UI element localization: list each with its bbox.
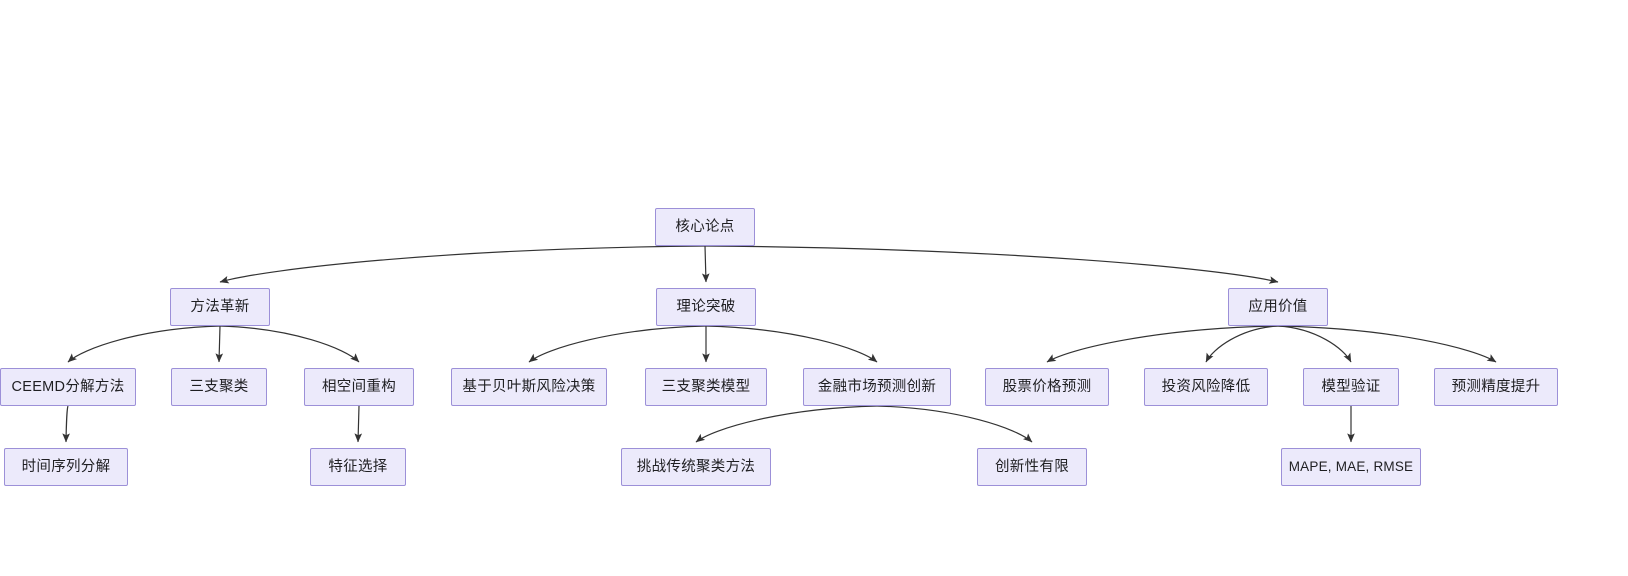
edge-b3-to-c8 (1205, 325, 1279, 363)
node-c3[interactable]: 相空间重构 (304, 368, 414, 406)
edge-b2-to-c4 (528, 325, 707, 363)
node-root[interactable]: 核心论点 (655, 208, 755, 246)
node-label: 方法革新 (190, 298, 250, 315)
node-d2[interactable]: 特征选择 (310, 448, 406, 486)
node-label: 投资风险降低 (1161, 378, 1251, 395)
node-label: 挑战传统聚类方法 (636, 458, 756, 475)
node-b2[interactable]: 理论突破 (656, 288, 756, 326)
node-d3[interactable]: 挑战传统聚类方法 (621, 448, 771, 486)
node-c9[interactable]: 模型验证 (1303, 368, 1399, 406)
node-label: 三支聚类模型 (661, 378, 751, 395)
edge-b1-to-c1 (67, 325, 221, 363)
node-d1[interactable]: 时间序列分解 (4, 448, 128, 486)
node-label: 模型验证 (1321, 378, 1381, 395)
edge-b3-to-c9 (1277, 325, 1352, 363)
node-c1[interactable]: CEEMD分解方法 (0, 368, 136, 406)
edge-c1-to-d1 (62, 405, 70, 443)
node-label: MAPE, MAE, RMSE (1288, 459, 1414, 475)
node-label: 股票价格预测 (1002, 378, 1092, 395)
node-b3[interactable]: 应用价值 (1228, 288, 1328, 326)
node-b1[interactable]: 方法革新 (170, 288, 270, 326)
edge-b2-to-c6 (705, 325, 878, 363)
node-label: CEEMD分解方法 (11, 378, 125, 395)
node-label: 理论突破 (676, 298, 736, 315)
edge-b1-to-c2 (215, 325, 224, 363)
node-label: 时间序列分解 (21, 458, 111, 475)
node-d4[interactable]: 创新性有限 (977, 448, 1087, 486)
node-c5[interactable]: 三支聚类模型 (645, 368, 767, 406)
edge-root-to-b3 (704, 245, 1279, 284)
edge-c6-to-d3 (695, 405, 878, 443)
node-c6[interactable]: 金融市场预测创新 (803, 368, 951, 406)
edge-c3-to-d2 (354, 405, 363, 443)
edge-root-to-b2 (701, 245, 710, 283)
node-c8[interactable]: 投资风险降低 (1144, 368, 1268, 406)
edge-b3-to-c10 (1277, 325, 1497, 363)
node-label: 创新性有限 (995, 458, 1069, 475)
edge-c6-to-d4 (876, 405, 1033, 443)
node-c10[interactable]: 预测精度提升 (1434, 368, 1558, 406)
node-c2[interactable]: 三支聚类 (171, 368, 267, 406)
node-label: 三支聚类 (189, 378, 249, 395)
node-label: 应用价值 (1248, 298, 1308, 315)
edge-b3-to-c7 (1046, 325, 1279, 363)
edge-b1-to-c3 (219, 325, 360, 363)
edges (62, 245, 1497, 443)
node-label: 基于贝叶斯风险决策 (462, 378, 596, 395)
node-label: 特征选择 (328, 458, 388, 475)
node-label: 预测精度提升 (1451, 378, 1541, 395)
edge-root-to-b1 (219, 245, 706, 284)
node-c7[interactable]: 股票价格预测 (985, 368, 1109, 406)
node-label: 核心论点 (675, 218, 735, 235)
node-label: 金融市场预测创新 (817, 378, 937, 395)
node-d5[interactable]: MAPE, MAE, RMSE (1281, 448, 1421, 486)
node-c4[interactable]: 基于贝叶斯风险决策 (451, 368, 607, 406)
node-label: 相空间重构 (322, 378, 396, 395)
